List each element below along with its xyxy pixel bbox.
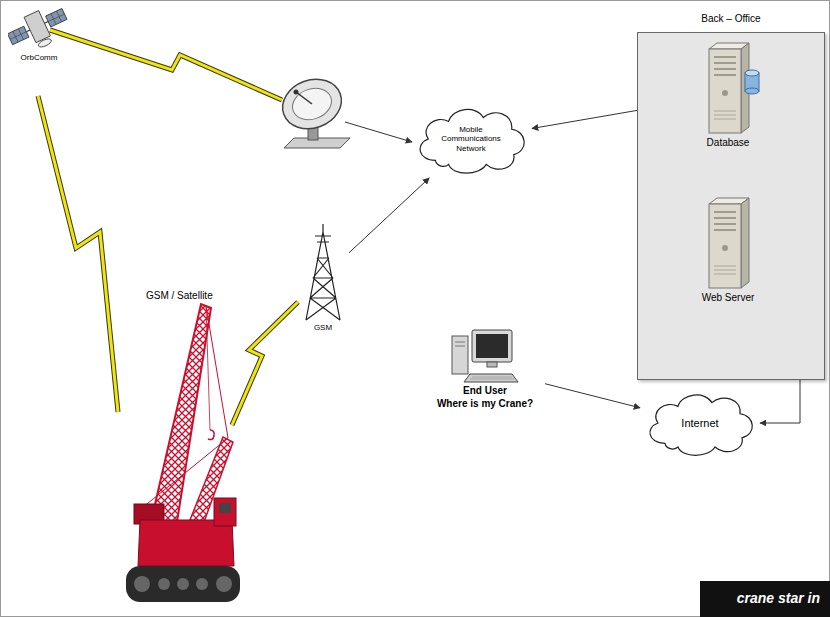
node-label: Where is my Crane?: [437, 398, 533, 410]
pc-icon: [450, 328, 520, 384]
cloud-shape: [420, 109, 524, 173]
internet-cloud: Internet: [640, 386, 760, 460]
database-server: Database: [678, 41, 778, 149]
node-label: Internet: [681, 417, 718, 430]
srv-icon: [695, 196, 761, 291]
crawler-crane: [126, 304, 240, 602]
node-label: GSM: [314, 323, 332, 332]
end-user-computer: End UserWhere is my Crane?: [425, 328, 545, 409]
connector-arrow: [545, 384, 640, 408]
radio-link: [38, 30, 298, 425]
link-type-label: GSM / Satellite: [146, 290, 213, 301]
panel-heading: Back – Office: [638, 13, 824, 25]
gsm-tower: GSM: [297, 222, 349, 332]
db-icon: [695, 41, 761, 136]
web-server: Web Server: [678, 196, 778, 304]
node-label: Web Server: [702, 292, 755, 304]
back-office-panel: Back – OfficeDatabaseWeb Server: [637, 32, 825, 380]
watermark: crane star in: [700, 581, 830, 617]
tower-icon: [298, 222, 348, 322]
node-label: End User: [463, 385, 507, 397]
node-label: Database: [707, 137, 750, 149]
network-cloud: Mobile Communications Network: [410, 100, 532, 178]
cloud-shape: [650, 395, 752, 455]
satellite-dish: [276, 71, 412, 148]
node-label: Mobile Communications Network: [434, 125, 508, 153]
satellite-icon: OrbComm: [0, 4, 78, 62]
node-label: OrbComm: [21, 53, 58, 62]
connector-arrow: [349, 178, 429, 253]
sat-icon: [8, 4, 70, 52]
